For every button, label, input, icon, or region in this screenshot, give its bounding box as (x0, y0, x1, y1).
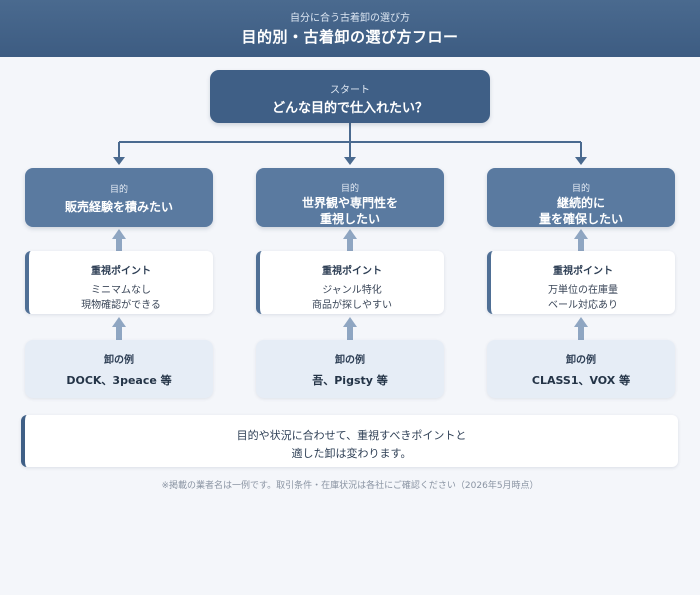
example-value: 吾、Pigsty 等 (312, 374, 388, 387)
example-label: 卸の例 (104, 355, 134, 366)
summary-line: 適した卸は変わります。 (291, 447, 412, 460)
goal-label: 目的 (109, 185, 128, 195)
goal-line: 量を確保したい (538, 212, 623, 226)
example-label: 卸の例 (335, 355, 365, 366)
page-subtitle: 自分に合う古着卸の選び方 (290, 13, 410, 24)
goal-node-3: 目的 継続的に 量を確保したい (487, 168, 675, 227)
link-goal-point-1 (112, 229, 126, 251)
point-line: 現物確認ができる (81, 300, 161, 311)
start-question: どんな目的で仕入れたい？ (271, 101, 428, 116)
page-header: 自分に合う古着卸の選び方 目的別・古着卸の選び方フロー (0, 0, 700, 57)
point-line: ベール対応あり (548, 300, 618, 311)
link-point-example-3 (574, 317, 588, 340)
example-node-1: 卸の例 DOCK、3peace 等 (25, 340, 213, 398)
goal-line: 継続的に (556, 196, 605, 210)
goal-label: 目的 (571, 184, 590, 194)
point-label: 重視ポイント (322, 266, 382, 277)
example-value: DOCK、3peace 等 (66, 374, 172, 387)
goal-node-2: 目的 世界観や専門性を 重視したい (256, 168, 444, 227)
point-line: 万単位の在庫量 (548, 285, 618, 296)
link-goal-point-3 (574, 229, 588, 251)
footnote: ※掲載の業者名は一例です。取引条件・在庫状況は各社にご確認ください（2026年5… (161, 481, 539, 491)
goal-text: 継続的に 量を確保したい (487, 195, 675, 227)
link-point-example-2 (343, 317, 357, 340)
goal-line: 世界観や専門性を (301, 196, 398, 210)
link-goal-point-2 (343, 229, 357, 251)
page-title: 目的別・古着卸の選び方フロー (241, 28, 459, 46)
goal-text: 販売経験を積みたい (64, 200, 173, 214)
goal-label: 目的 (340, 184, 359, 194)
example-node-3: 卸の例 CLASS1、VOX 等 (487, 340, 675, 398)
example-label: 卸の例 (566, 355, 596, 366)
example-node-2: 卸の例 吾、Pigsty 等 (256, 340, 444, 398)
point-node-3: 重視ポイント 万単位の在庫量 ベール対応あり (487, 251, 675, 314)
arrow-left (113, 157, 125, 165)
point-line: ミニマムなし (91, 285, 151, 296)
link-point-example-1 (112, 317, 126, 340)
summary-box: 目的や状況に合わせて、重視すべきポイントと 適した卸は変わります。 (21, 415, 678, 467)
start-label: スタート (330, 85, 370, 96)
point-line: ジャンル特化 (322, 285, 382, 296)
goal-line: 重視したい (319, 212, 380, 226)
start-node: スタート どんな目的で仕入れたい？ (210, 70, 490, 123)
point-line: 商品が探しやすい (312, 300, 392, 311)
point-node-2: 重視ポイント ジャンル特化 商品が探しやすい (256, 251, 444, 314)
summary-line: 目的や状況に合わせて、重視すべきポイントと (236, 429, 467, 442)
point-label: 重視ポイント (91, 266, 151, 277)
point-label: 重視ポイント (553, 266, 613, 277)
goal-text: 世界観や専門性を 重視したい (256, 195, 444, 227)
point-node-1: 重視ポイント ミニマムなし 現物確認ができる (25, 251, 213, 314)
example-value: CLASS1、VOX 等 (531, 374, 631, 387)
arrow-right (575, 157, 587, 165)
goal-node-1: 目的 販売経験を積みたい (25, 168, 213, 227)
arrow-center (344, 157, 356, 165)
